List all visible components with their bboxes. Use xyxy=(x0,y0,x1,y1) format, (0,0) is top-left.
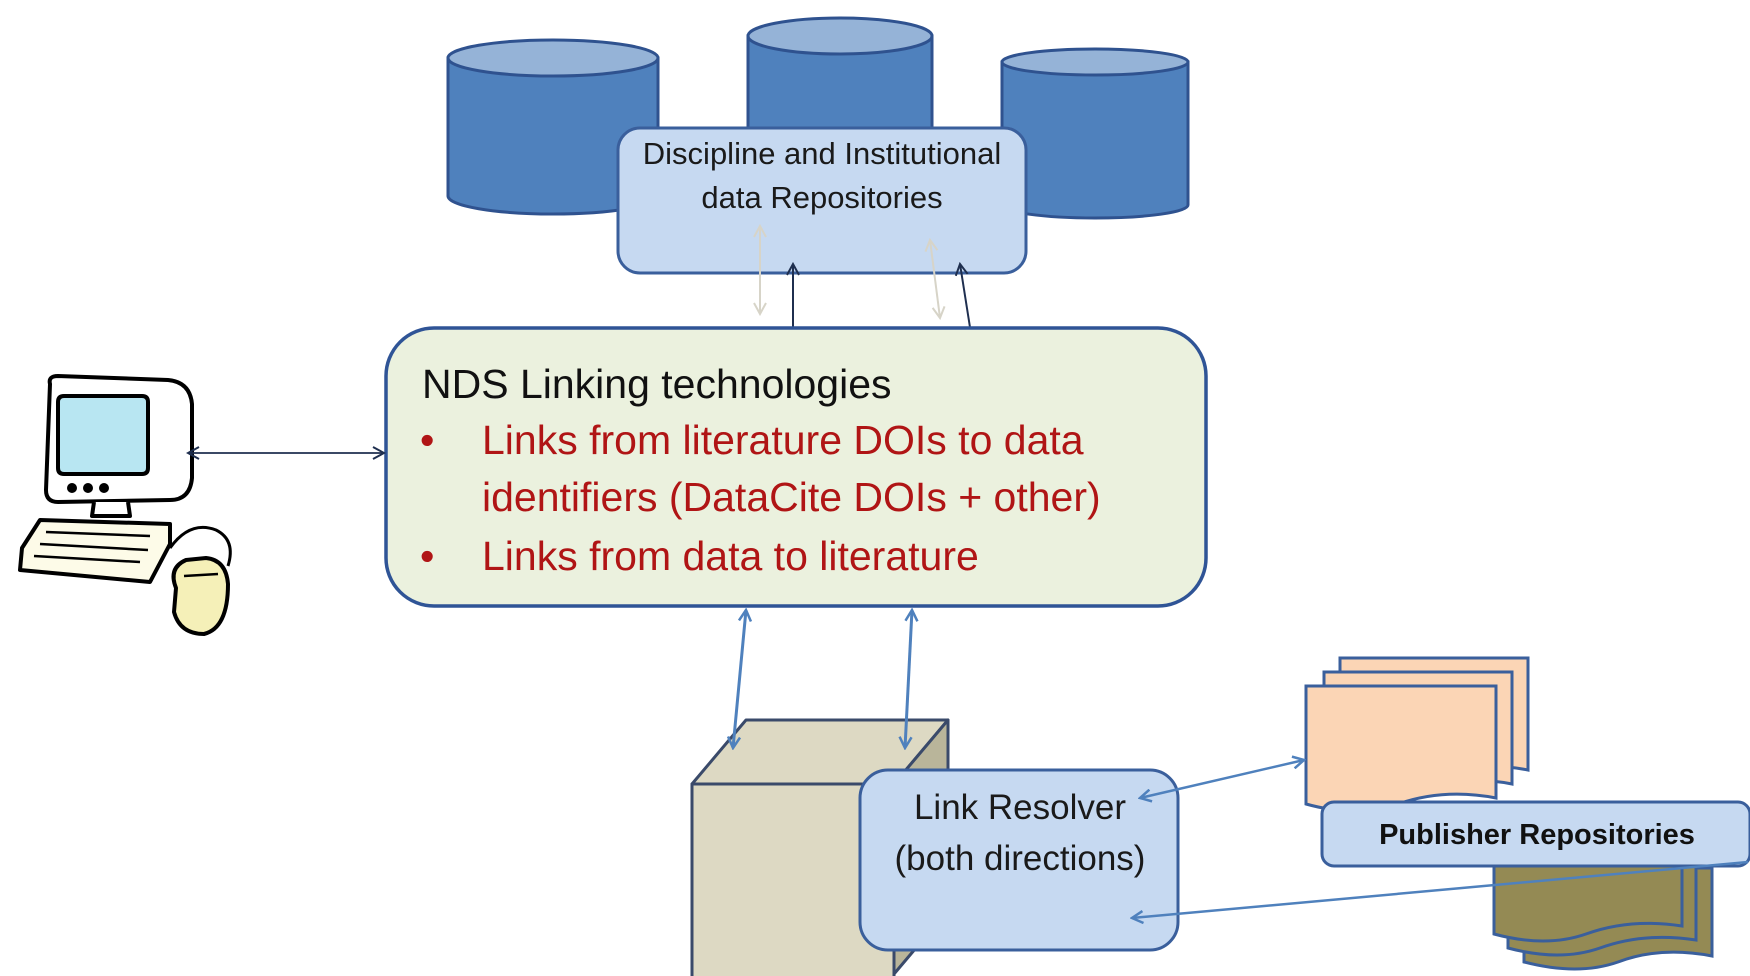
nds-bullet-text: Links from literature DOIs to data ident… xyxy=(482,417,1101,520)
repositories-box xyxy=(616,126,1028,275)
repo-nds-link-arrow-pale-right xyxy=(930,240,940,318)
publisher-box xyxy=(1320,800,1750,868)
nds-bullet-item: • Links from literature DOIs to data ide… xyxy=(420,412,1180,526)
nds-resolver-link-arrow-left xyxy=(733,610,746,748)
resolver-box xyxy=(858,768,1180,952)
nds-title: NDS Linking technologies xyxy=(422,361,892,407)
bullet-marker: • xyxy=(420,533,435,579)
resolver-label: Link Resolver (both directions) xyxy=(894,788,1146,878)
database-icon xyxy=(446,38,660,216)
database-icon xyxy=(1000,47,1190,220)
nds-bullet-text: Links from data to literature xyxy=(482,533,979,579)
repositories-label: Discipline and Institutional data Reposi… xyxy=(642,136,1002,215)
resolver-publisher-link-arrow-top xyxy=(1140,760,1304,798)
resolver-publisher-link-arrow-bottom xyxy=(1132,860,1749,918)
computer-icon xyxy=(18,374,232,636)
nds-box xyxy=(384,326,1208,608)
publisher-label: Publisher Repositories xyxy=(1379,819,1695,851)
nds-resolver-link-arrow-right xyxy=(905,610,912,748)
nds-bullet-item: • Links from data to literature xyxy=(420,528,1180,585)
bullet-marker: • xyxy=(420,417,435,463)
